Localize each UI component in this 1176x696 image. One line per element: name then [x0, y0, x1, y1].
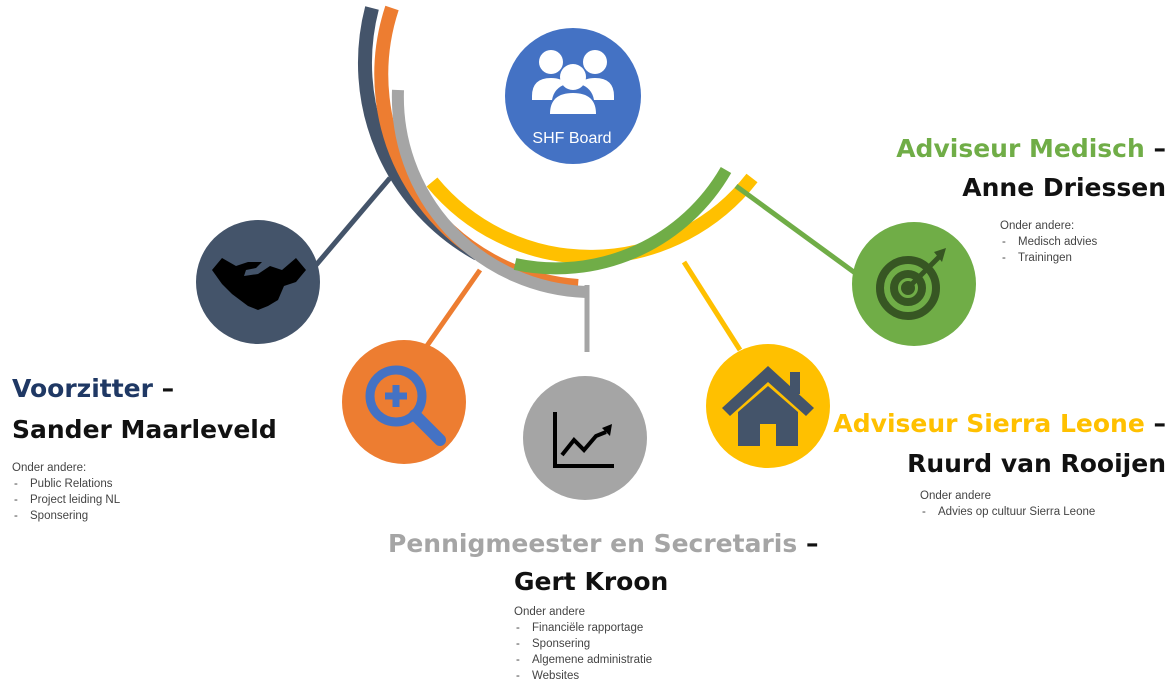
connector-sierra-leone: [681, 260, 743, 352]
list-item: Project leiding NL: [12, 492, 120, 508]
arc-gray: [391, 89, 587, 298]
list-item: Sponsering: [12, 508, 120, 524]
voorzitter-role: Voorzitter –: [12, 373, 174, 404]
penningmeester-name: Gert Kroon: [514, 567, 669, 596]
penningmeester-notes-heading: Onder andere: [514, 606, 585, 618]
sierra-leone-notes: Onder andere Advies op cultuur Sierra Le…: [920, 488, 1095, 520]
sierra-leone-notes-heading: Onder andere: [920, 490, 991, 502]
list-item: Financiële rapportage: [514, 620, 652, 636]
arc-yellow: [426, 173, 758, 264]
search-icon: [365, 365, 446, 446]
medisch-role: Adviseur Medisch –: [896, 133, 1166, 164]
list-item: Algemene administratie: [514, 652, 652, 668]
penningmeester-circle: [523, 376, 647, 500]
connector-medisch: [734, 183, 864, 281]
penningmeester-role-text: Pennigmeester en Secretaris: [388, 529, 798, 558]
penningmeester-notes: Onder andere Financiële rapportage Spons…: [514, 604, 652, 684]
voorzitter-name: Sander Maarleveld: [12, 415, 277, 444]
list-item: Trainingen: [1000, 250, 1097, 266]
sierra-leone-dash: –: [1144, 409, 1166, 438]
medisch-dash: –: [1144, 134, 1166, 163]
sierra-leone-role: Adviseur Sierra Leone –: [833, 408, 1166, 439]
search-circle: [342, 340, 466, 464]
voorzitter-notes-heading: Onder andere:: [12, 462, 87, 474]
list-item: Sponsering: [514, 636, 652, 652]
board-label: SHF Board: [532, 130, 612, 147]
connector-search: [421, 268, 483, 352]
people-icon: [532, 50, 614, 114]
sierra-leone-name: Ruurd van Rooijen: [907, 449, 1166, 478]
voorzitter-notes: Onder andere: Public Relations Project l…: [12, 460, 120, 524]
voorzitter-role-text: Voorzitter: [12, 374, 153, 403]
chart-icon: [553, 412, 614, 468]
list-item: Websites: [514, 668, 652, 684]
penningmeester-dash: –: [797, 529, 819, 558]
arc-green: [513, 167, 732, 275]
list-item: Advies op cultuur Sierra Leone: [920, 504, 1095, 520]
medisch-notes: Onder andere: Medisch advies Trainingen: [1000, 218, 1097, 266]
voorzitter-dash: –: [152, 374, 175, 403]
penningmeester-role: Pennigmeester en Secretaris –: [388, 528, 818, 559]
sierra-leone-role-text: Adviseur Sierra Leone: [833, 409, 1145, 438]
list-item: Medisch advies: [1000, 234, 1097, 250]
medisch-notes-heading: Onder andere:: [1000, 220, 1075, 232]
target-icon: [876, 248, 946, 320]
house-icon: [722, 366, 814, 446]
list-item: Public Relations: [12, 476, 120, 492]
medisch-role-text: Adviseur Medisch: [896, 134, 1145, 163]
medisch-name: Anne Driessen: [962, 173, 1166, 202]
handshake-icon: [212, 258, 306, 310]
